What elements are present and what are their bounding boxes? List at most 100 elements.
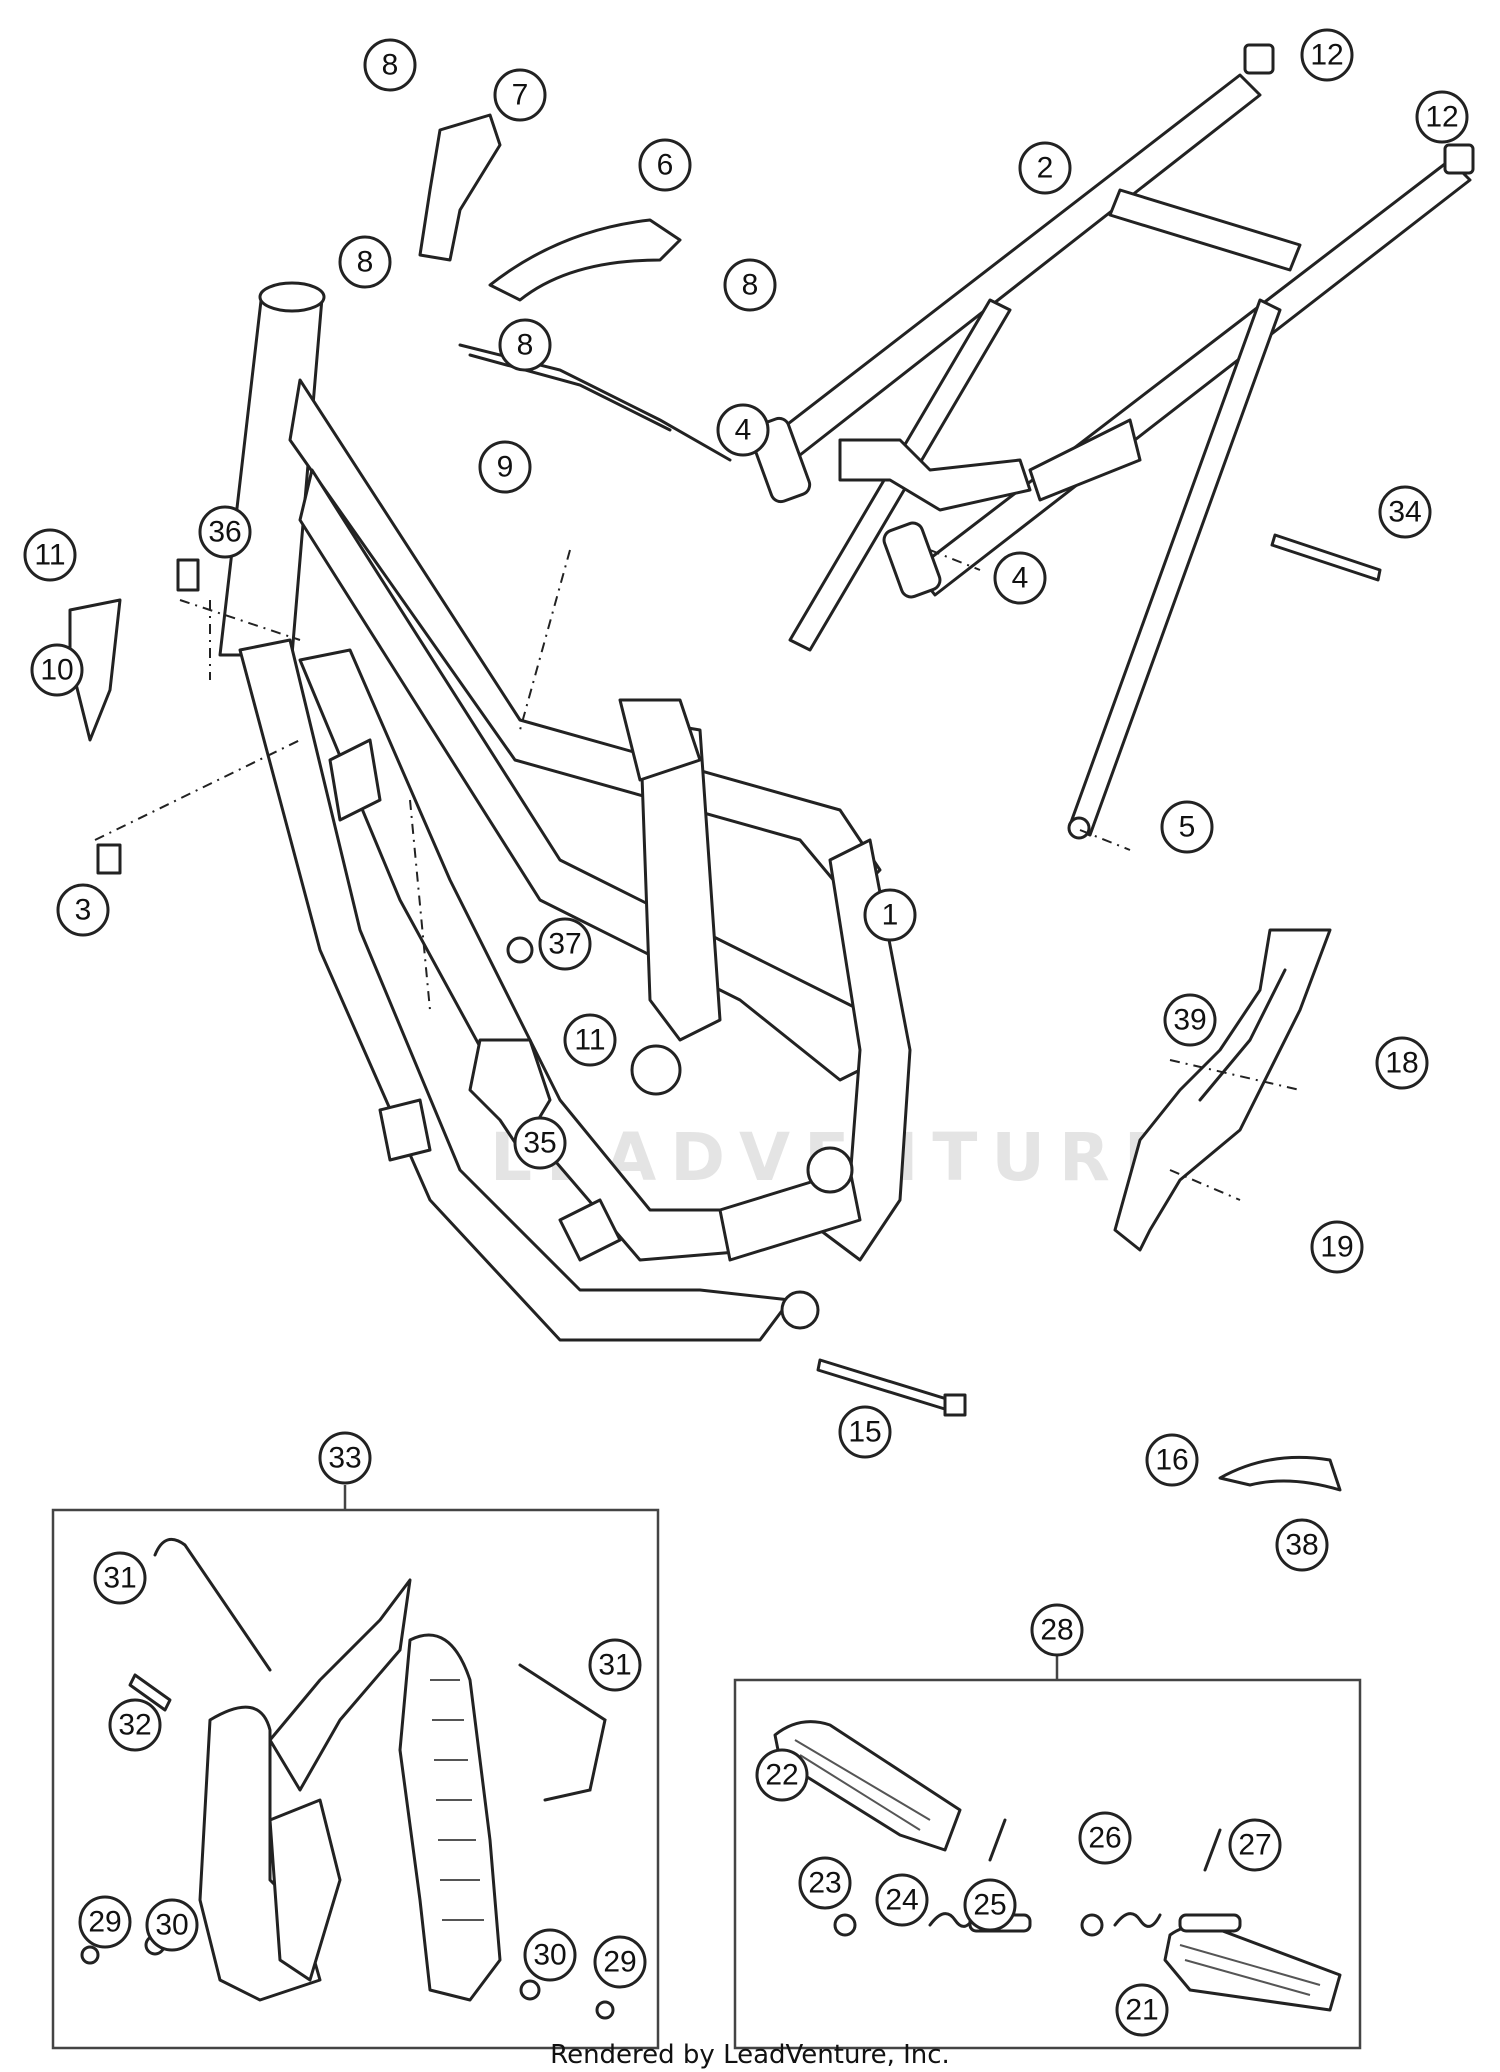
- main-frame: [218, 281, 912, 1342]
- svg-text:24: 24: [885, 1884, 918, 1917]
- svg-text:38: 38: [1285, 1529, 1318, 1562]
- callout-27: 27: [1228, 1818, 1282, 1872]
- callout-7: 7: [493, 68, 547, 122]
- svg-text:8: 8: [517, 329, 534, 362]
- chain-guide: [1218, 1455, 1342, 1492]
- svg-text:31: 31: [598, 1649, 631, 1682]
- callout-11b: 11: [563, 1013, 617, 1067]
- svg-text:2: 2: [1037, 152, 1054, 185]
- holder-6: [488, 218, 682, 302]
- callout-12b: 12: [1415, 90, 1469, 144]
- clip-36: [176, 558, 200, 592]
- svg-text:11: 11: [34, 539, 65, 572]
- svg-text:8: 8: [742, 269, 759, 302]
- svg-text:8: 8: [357, 246, 374, 279]
- svg-text:29: 29: [88, 1906, 121, 1939]
- callout-5: 5: [1160, 800, 1214, 854]
- callout-22: 22: [755, 1748, 809, 1802]
- holder-7: [418, 113, 502, 262]
- callout-15: 15: [838, 1405, 892, 1459]
- svg-text:21: 21: [1125, 1994, 1158, 2027]
- callout-23: 23: [798, 1856, 852, 1910]
- callout-29a: 29: [78, 1895, 132, 1949]
- callout-38: 38: [1275, 1518, 1329, 1572]
- callout-37: 37: [538, 917, 592, 971]
- callout-4a: 4: [716, 403, 770, 457]
- callout-21: 21: [1115, 1983, 1169, 2037]
- callout-26: 26: [1078, 1811, 1132, 1865]
- callout-39: 39: [1163, 993, 1217, 1047]
- clip-37: [506, 936, 534, 964]
- callout-30a: 30: [145, 1898, 199, 1952]
- callout-32: 32: [108, 1698, 162, 1752]
- callouts: 1 2 3 4 4 5 6 7 8 8 8 8 9 10 11 11 12 12…: [23, 28, 1469, 2037]
- svg-text:10: 10: [40, 654, 73, 687]
- callout-31b: 31: [588, 1638, 642, 1692]
- svg-text:8: 8: [382, 49, 399, 82]
- svg-text:30: 30: [155, 1909, 188, 1942]
- frame-protector: [1113, 928, 1332, 1252]
- callout-18: 18: [1375, 1036, 1429, 1090]
- svg-text:12: 12: [1425, 101, 1458, 134]
- svg-text:19: 19: [1320, 1231, 1353, 1264]
- callout-12a: 12: [1300, 28, 1354, 82]
- svg-text:5: 5: [1179, 811, 1196, 844]
- callout-36: 36: [198, 505, 252, 559]
- svg-text:30: 30: [533, 1939, 566, 1972]
- svg-text:31: 31: [103, 1562, 136, 1595]
- svg-text:23: 23: [808, 1867, 841, 1900]
- callout-24: 24: [875, 1873, 929, 1927]
- svg-text:4: 4: [1012, 562, 1029, 595]
- svg-text:9: 9: [497, 451, 514, 484]
- svg-text:22: 22: [765, 1759, 798, 1792]
- group-box-28: [733, 1655, 1362, 2050]
- callout-8a: 8: [363, 38, 417, 92]
- svg-text:25: 25: [973, 1889, 1006, 1922]
- svg-text:27: 27: [1238, 1829, 1271, 1862]
- callout-10: 10: [30, 643, 84, 697]
- wiring-harness-strand: [468, 353, 672, 432]
- svg-text:6: 6: [657, 149, 674, 182]
- lead-lines: [94, 549, 1301, 1201]
- svg-text:28: 28: [1040, 1614, 1073, 1647]
- callout-1: 1: [863, 888, 917, 942]
- svg-text:3: 3: [75, 894, 92, 927]
- nut-3: [96, 843, 122, 875]
- svg-text:39: 39: [1173, 1004, 1206, 1037]
- callout-9: 9: [478, 440, 532, 494]
- svg-text:34: 34: [1388, 496, 1421, 529]
- callout-31a: 31: [93, 1551, 147, 1605]
- callout-3: 3: [56, 883, 110, 937]
- bolt-15: [816, 1358, 952, 1412]
- svg-text:26: 26: [1088, 1822, 1121, 1855]
- pin-34: [1270, 533, 1382, 582]
- svg-text:16: 16: [1155, 1444, 1188, 1477]
- callout-16: 16: [1145, 1433, 1199, 1487]
- subframe: [748, 73, 1472, 840]
- callout-4b: 4: [993, 551, 1047, 605]
- callout-34: 34: [1378, 485, 1432, 539]
- callout-8c: 8: [723, 258, 777, 312]
- cap-12b: [1443, 143, 1475, 175]
- callout-8d: 8: [498, 318, 552, 372]
- frame-protector-ribs: [1198, 968, 1287, 1102]
- callout-25: 25: [963, 1878, 1017, 1932]
- callout-33: 33: [318, 1431, 372, 1485]
- callout-35: 35: [513, 1116, 567, 1170]
- callout-8b: 8: [338, 235, 392, 289]
- svg-text:4: 4: [735, 414, 752, 447]
- bolt-15-head: [943, 1393, 967, 1417]
- callout-29b: 29: [593, 1935, 647, 1989]
- svg-text:12: 12: [1310, 39, 1343, 72]
- svg-text:35: 35: [523, 1127, 556, 1160]
- callout-28: 28: [1030, 1603, 1084, 1657]
- svg-text:18: 18: [1385, 1047, 1418, 1080]
- svg-text:32: 32: [118, 1709, 151, 1742]
- svg-text:37: 37: [548, 928, 581, 961]
- svg-text:36: 36: [208, 516, 241, 549]
- footer-credit: Rendered by LeadVenture, Inc.: [550, 2040, 950, 2070]
- callout-30b: 30: [523, 1928, 577, 1982]
- svg-text:15: 15: [848, 1416, 881, 1449]
- group-box-33: [51, 1485, 660, 2050]
